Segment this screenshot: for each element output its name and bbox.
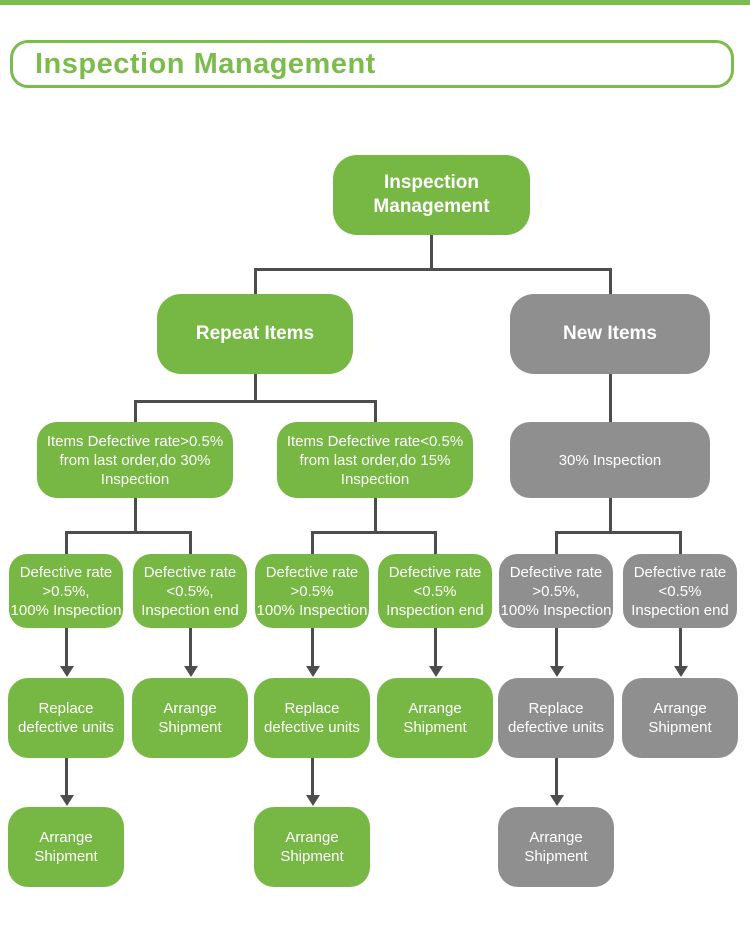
node-defect-rate-col6: Defective rate <0.5% Inspection end xyxy=(623,554,737,628)
arrow-down-icon xyxy=(549,628,564,677)
node-arrange-shipment-col2: Arrange Shipment xyxy=(132,678,248,758)
node-arrange-shipment-final-col5: Arrange Shipment xyxy=(498,807,614,887)
arrow-down-icon xyxy=(305,758,320,806)
node-repeat-low-rate: Items Defective rate<0.5% from last orde… xyxy=(277,422,473,498)
connector-line xyxy=(254,374,257,400)
connector-line xyxy=(374,498,377,531)
node-defect-rate-col1: Defective rate >0.5%, 100% Inspection xyxy=(9,554,123,628)
connector-line xyxy=(311,531,314,554)
arrow-down-icon xyxy=(428,628,443,677)
header-frame: Inspection Management xyxy=(10,40,734,88)
connector-line xyxy=(430,235,433,268)
connector-line xyxy=(254,268,257,294)
connector-line xyxy=(311,531,437,534)
node-defect-rate-col3: Defective rate >0.5% 100% Inspection xyxy=(255,554,369,628)
arrow-down-icon xyxy=(673,628,688,677)
arrow-down-icon xyxy=(59,628,74,677)
node-defect-rate-col2: Defective rate <0.5%, Inspection end xyxy=(133,554,247,628)
connector-line xyxy=(555,531,682,534)
node-arrange-shipment-final-col1: Arrange Shipment xyxy=(8,807,124,887)
header-underline xyxy=(0,0,750,5)
arrow-down-icon xyxy=(549,758,564,806)
connector-line xyxy=(609,268,612,294)
arrow-down-icon xyxy=(305,628,320,677)
node-defect-rate-col4: Defective rate <0.5% Inspection end xyxy=(378,554,492,628)
node-repeat-high-rate: Items Defective rate>0.5% from last orde… xyxy=(37,422,233,498)
connector-line xyxy=(189,531,192,554)
node-replace-units-col1: Replace defective units xyxy=(8,678,124,758)
arrow-down-icon xyxy=(183,628,198,677)
node-repeat-items: Repeat Items xyxy=(157,294,353,374)
connector-line xyxy=(555,531,558,554)
connector-line xyxy=(374,400,377,422)
connector-line xyxy=(65,531,192,534)
node-arrange-shipment-final-col3: Arrange Shipment xyxy=(254,807,370,887)
connector-line xyxy=(434,531,437,554)
node-defect-rate-col5: Defective rate >0.5%, 100% Inspection xyxy=(499,554,613,628)
connector-line xyxy=(65,531,68,554)
connector-line xyxy=(254,268,612,271)
node-inspection-management: Inspection Management xyxy=(333,155,530,235)
connector-line xyxy=(134,498,137,531)
node-new-items: New Items xyxy=(510,294,710,374)
node-arrange-shipment-col6: Arrange Shipment xyxy=(622,678,738,758)
node-arrange-shipment-col4: Arrange Shipment xyxy=(377,678,493,758)
node-new-items-inspection: 30% Inspection xyxy=(510,422,710,498)
node-replace-units-col5: Replace defective units xyxy=(498,678,614,758)
connector-line xyxy=(609,498,612,531)
connector-line xyxy=(609,374,612,422)
page-title: Inspection Management xyxy=(35,47,376,80)
connector-line xyxy=(134,400,377,403)
connector-line xyxy=(679,531,682,554)
arrow-down-icon xyxy=(59,758,74,806)
node-replace-units-col3: Replace defective units xyxy=(254,678,370,758)
connector-line xyxy=(134,400,137,422)
